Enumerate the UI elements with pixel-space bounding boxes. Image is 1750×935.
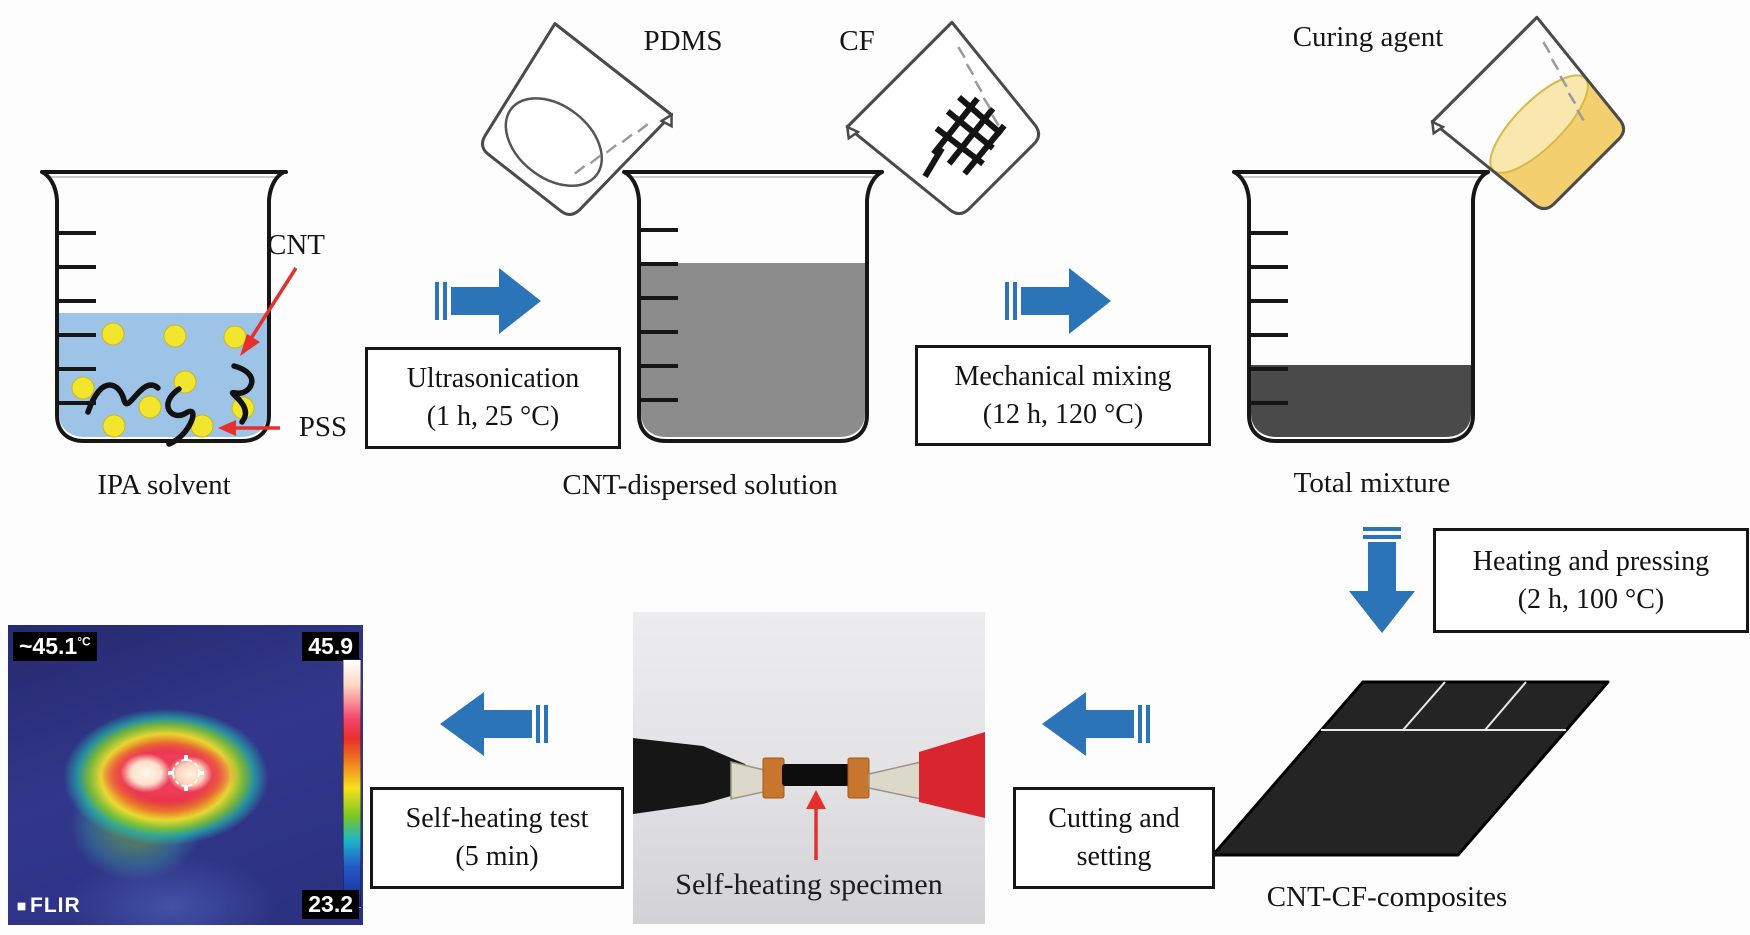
thermal-spot-unit: °C (77, 634, 91, 649)
beaker-outline (622, 170, 884, 443)
specimen-photo-content (633, 732, 985, 860)
thermal-spot-value: ~45.1 (19, 633, 78, 659)
step-box-mechanical-mixing: Mechanical mixing (12 h, 120 °C) (915, 345, 1211, 446)
step5-line2: (5 min) (455, 841, 539, 872)
cup-inner-bottom (504, 97, 604, 187)
step3-line1: Heating and pressing (1472, 545, 1710, 577)
beaker-cnt-dispersed (622, 170, 884, 443)
copper-contact-left (762, 757, 785, 799)
cup-graduations (574, 123, 649, 175)
cup-graduations (1542, 41, 1585, 122)
beaker1-caption: IPA solvent (97, 469, 231, 501)
cup-spout (659, 112, 673, 129)
beaker-ticks (640, 228, 678, 402)
pouring-cup-pdms (480, 22, 674, 216)
pouring-cup-curing-agent (1430, 15, 1626, 211)
beaker-ipa-solvent (40, 170, 288, 447)
annotation-cnt-label: CNT (267, 229, 325, 261)
process-arrow-down-icon (1349, 527, 1415, 633)
thermal-scale-min: 23.2 (302, 889, 359, 919)
step2-line1: Mechanical mixing (954, 360, 1172, 392)
flir-logo: FLIR (16, 894, 81, 918)
beaker-outline (40, 170, 288, 443)
carbon-fibers (922, 94, 1007, 178)
cnt-solution-liquid (641, 263, 865, 437)
thermal-crosshair-icon (168, 755, 204, 791)
beaker3-caption: Total mixture (1293, 467, 1451, 499)
beaker-ticks (58, 231, 96, 405)
process-arrow-left-icon-2 (440, 692, 548, 756)
step-box-heating-pressing: Heating and pressing (2 h, 100 °C) (1433, 528, 1749, 633)
total-mixture-liquid (1251, 365, 1471, 437)
specimen-photo: Self-heating specimen (633, 612, 985, 924)
composite-cut-lines (1321, 681, 1566, 731)
red-clip (919, 732, 985, 818)
annotation-pss-label: PSS (298, 411, 348, 443)
beaker-total-mixture (1232, 170, 1490, 443)
process-arrow-right-icon-1 (435, 268, 541, 334)
thermal-colorbar (343, 659, 361, 908)
beaker-ticks (1250, 231, 1288, 405)
step-box-ultrasonication: Ultrasonication (1 h, 25 °C) (365, 347, 621, 449)
thermal-spot-reading: ~45.1°C (13, 632, 97, 662)
cup-spout (1430, 119, 1446, 136)
step3-line2: (2 h, 100 °C) (1517, 583, 1665, 615)
thermal-image: ~45.1°C 45.9 23.2 FLIR (8, 625, 363, 925)
thermal-scale-max: 45.9 (302, 632, 359, 662)
cnt-strands (85, 363, 255, 447)
flir-logo-text: FLIR (30, 894, 81, 917)
step4-line2: setting (1076, 841, 1152, 872)
specimen-pointer-head (806, 790, 826, 809)
cup-spout (845, 124, 861, 141)
curing-agent-label: Curing agent (1292, 21, 1444, 53)
curing-liquid (1492, 77, 1624, 209)
pss-pointer-arrow-icon (218, 420, 280, 436)
step2-line2: (12 h, 120 °C) (982, 398, 1144, 430)
step-box-cutting-setting: Cutting and setting (1013, 787, 1215, 889)
specimen-caption: Self-heating specimen (675, 868, 943, 901)
composite-sheet (1211, 680, 1610, 857)
step4-line1: Cutting and (1048, 803, 1180, 835)
process-arrow-left-icon-1 (1042, 692, 1150, 756)
step-box-self-heating-test: Self-heating test (5 min) (370, 787, 624, 889)
beaker-outline (1232, 170, 1490, 443)
cf-label: CF (839, 25, 875, 57)
cnt-pointer-arrow-icon (240, 267, 298, 356)
pdms-label: PDMS (643, 25, 723, 57)
composite-caption: CNT-CF-composites (1266, 881, 1508, 913)
process-arrow-right-icon-2 (1005, 268, 1111, 334)
step5-line1: Self-heating test (405, 803, 589, 835)
clip-jaw-right (868, 761, 922, 800)
step1-line1: Ultrasonication (406, 363, 580, 395)
cup-graduations (957, 46, 1000, 127)
flir-diamond-icon (14, 898, 30, 914)
black-clip (633, 738, 751, 814)
copper-contact-right (847, 757, 870, 799)
beaker2-caption: CNT-dispersed solution (562, 469, 838, 501)
pss-particles (71, 322, 255, 438)
step1-line2: (1 h, 25 °C) (426, 401, 560, 432)
specimen-bar (782, 764, 850, 786)
pouring-cup-cf (845, 20, 1041, 216)
